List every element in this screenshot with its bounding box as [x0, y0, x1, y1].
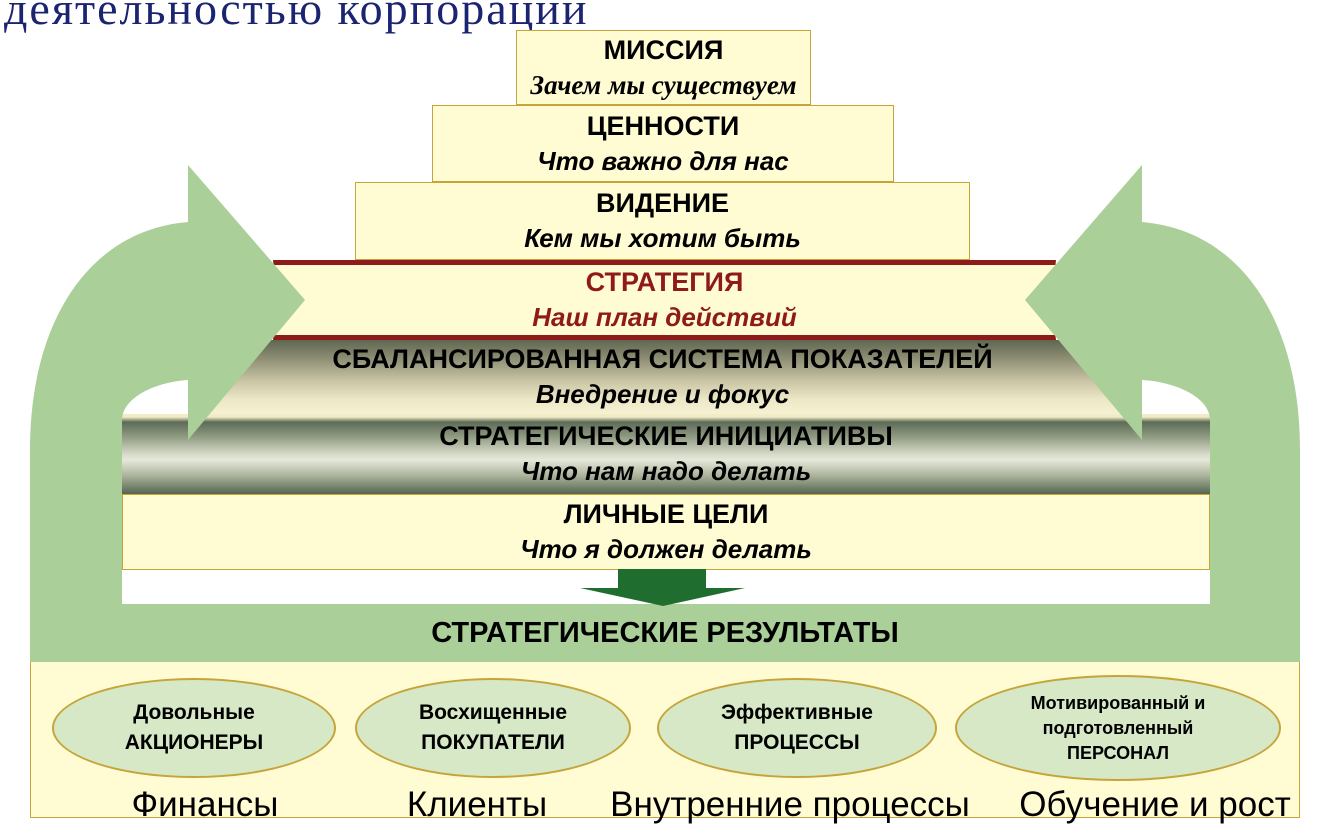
level-subtitle: Что важно для нас — [537, 145, 789, 176]
perspective-label-finance: Финансы — [131, 785, 279, 824]
level-subtitle: Что я должен делать — [520, 534, 812, 564]
perspective-label-learning-growth: Обучение и рост — [1019, 785, 1291, 824]
outcome-ellipse-personnel: Мотивированный и подготовленный ПЕРСОНАЛ — [955, 675, 1281, 781]
level-subtitle: Внедрение и фокус — [535, 379, 790, 409]
level-subtitle: Зачем мы существуем — [530, 69, 797, 100]
level-heading: МИССИЯ — [603, 34, 724, 65]
level-personal-goals: ЛИЧНЫЕ ЦЕЛИ Что я должен делать — [122, 494, 1210, 570]
outcome-line: подготовленный — [1042, 717, 1194, 738]
level-heading: ЛИЧНЫЕ ЦЕЛИ — [563, 499, 769, 529]
perspective-label-internal-processes: Внутренние процессы — [610, 785, 970, 824]
perspective-label-customers: Клиенты — [406, 785, 548, 824]
level-mission: МИССИЯ Зачем мы существуем — [516, 30, 811, 105]
results-heading: СТРАТЕГИЧЕСКИЕ РЕЗУЛЬТАТЫ — [431, 616, 899, 649]
level-heading: СТРАТЕГИЧЕСКИЕ ИНИЦИАТИВЫ — [439, 421, 893, 451]
level-heading: СТРАТЕГИЯ — [585, 267, 744, 297]
level-heading: ЦЕННОСТИ — [586, 110, 740, 141]
level-subtitle: Что нам надо делать — [520, 456, 812, 486]
outcome-line: Восхищенные — [418, 701, 568, 724]
outcome-line: Довольные — [133, 701, 255, 724]
outcome-line: Эффективные — [720, 701, 873, 724]
level-subtitle: Кем мы хотим быть — [524, 223, 801, 253]
down-arrow-icon — [580, 569, 745, 606]
level-vision: ВИДЕНИЕ Кем мы хотим быть — [355, 182, 970, 260]
level-values: ЦЕННОСТИ Что важно для нас — [432, 105, 894, 182]
level-balanced-scorecard: СБАЛАНСИРОВАННАЯ СИСТЕМА ПОКАЗАТЕЛЕЙ Вне… — [195, 340, 1130, 414]
outcome-line: ПЕРСОНАЛ — [1067, 742, 1169, 763]
outcome-line: Мотивированный и — [1030, 692, 1206, 713]
page-title: деятельностью корпорации — [4, 0, 589, 34]
level-subtitle: Наш план действий — [532, 302, 797, 332]
outcome-line: ПОКУПАТЕЛИ — [421, 731, 565, 754]
title-container: деятельностью корпорации — [0, 0, 620, 36]
outcome-line: ПРОЦЕССЫ — [734, 731, 860, 754]
level-heading: ВИДЕНИЕ — [595, 188, 730, 218]
outcome-ellipse-processes: Эффективные ПРОЦЕССЫ — [657, 678, 937, 778]
outcome-ellipse-shareholders: Довольные АКЦИОНЕРЫ — [52, 678, 336, 778]
level-heading: СБАЛАНСИРОВАННАЯ СИСТЕМА ПОКАЗАТЕЛЕЙ — [332, 344, 993, 374]
outcome-line: АКЦИОНЕРЫ — [124, 731, 264, 754]
level-strategic-initiatives: СТРАТЕГИЧЕСКИЕ ИНИЦИАТИВЫ Что нам надо д… — [122, 414, 1210, 494]
level-strategy: СТРАТЕГИЯ Наш план действий — [273, 260, 1056, 340]
outcome-ellipse-customers: Восхищенные ПОКУПАТЕЛИ — [355, 678, 631, 778]
